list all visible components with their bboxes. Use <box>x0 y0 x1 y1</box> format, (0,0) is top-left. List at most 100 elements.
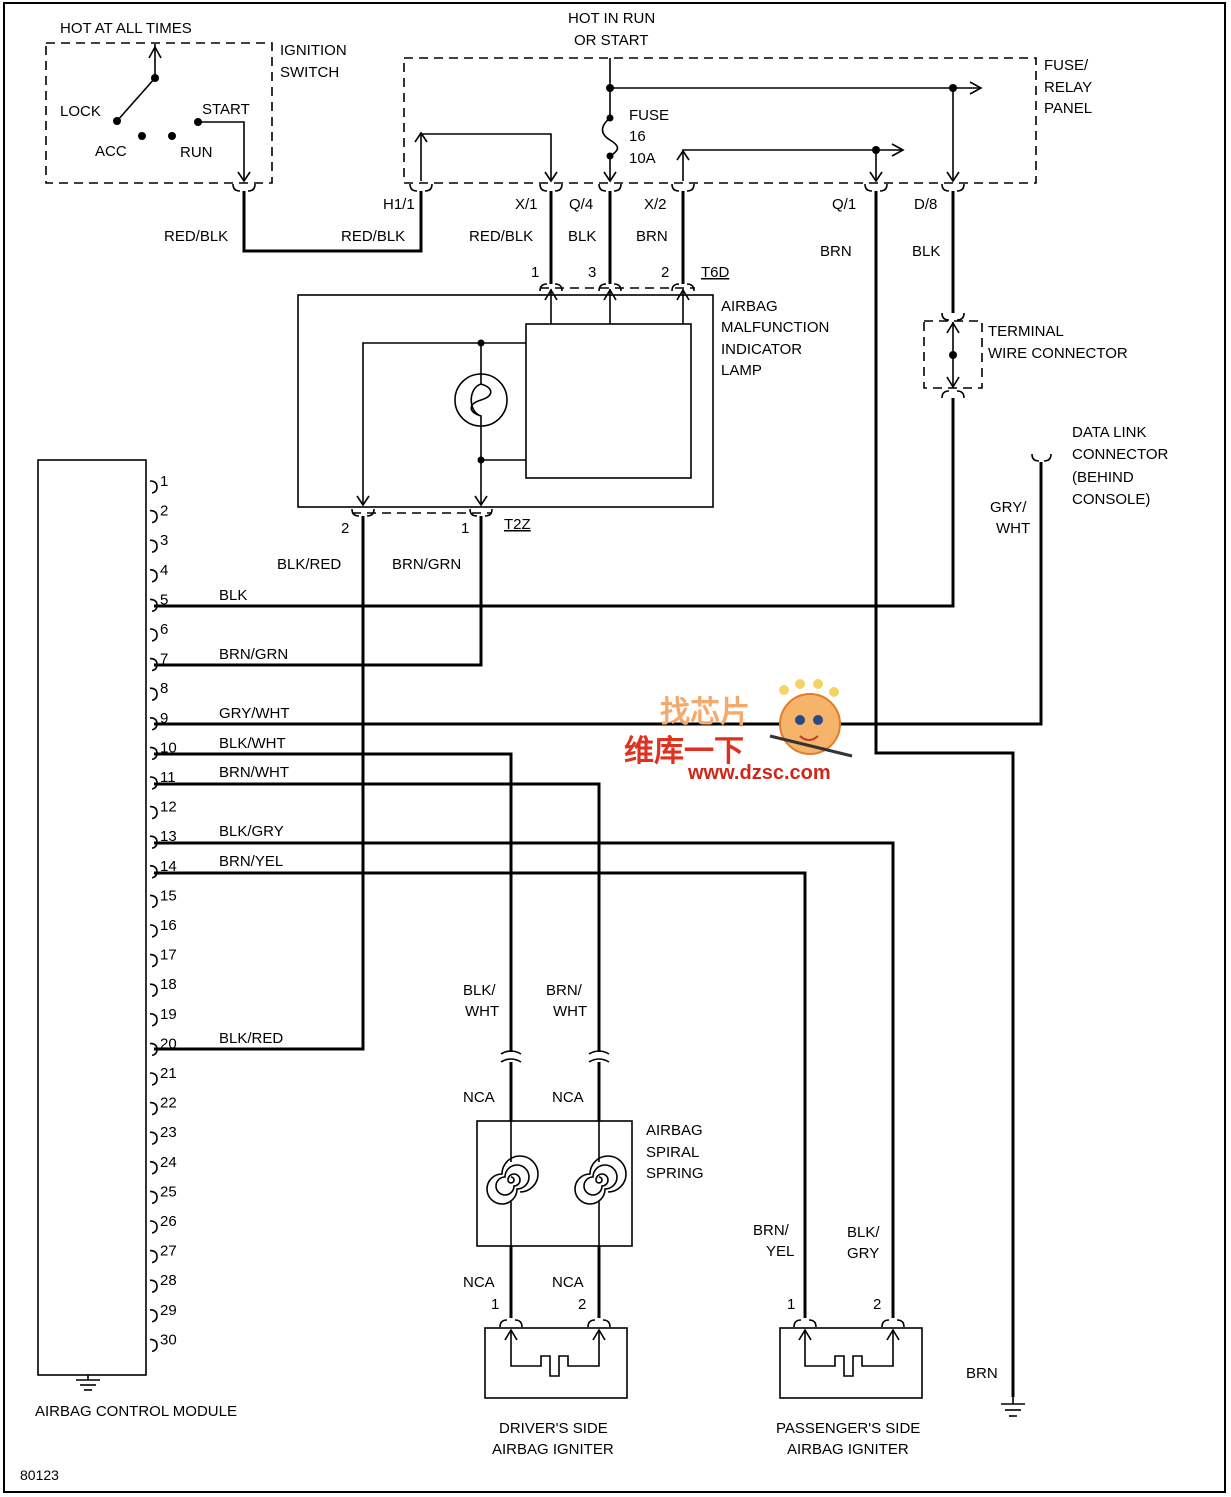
supply-bus-arrow <box>969 81 983 95</box>
acm-pin-label: 3 <box>160 532 168 549</box>
t2z-pin1-label: 1 <box>461 520 469 537</box>
ground-symbol-right-icon <box>1001 1397 1025 1417</box>
data-link-connector-icon <box>1031 453 1052 462</box>
wire-gry-wht-pin9 <box>154 462 1043 726</box>
data-link-title-1: DATA LINK <box>1072 424 1146 441</box>
passenger-igniter-arrow-2 <box>886 1328 900 1341</box>
spiral-spring-title-3: SPRING <box>646 1165 704 1182</box>
watermark: 找芯片 维库一下 www.dzsc.com <box>624 679 853 784</box>
q1-connector <box>864 183 888 192</box>
data-link-title-2: CONNECTOR <box>1072 446 1169 463</box>
lamp-input-1-arrow <box>544 288 558 301</box>
acm-pin-label: 8 <box>160 680 168 697</box>
acm-pin-connector <box>149 1072 158 1086</box>
q1-arrow <box>869 171 883 183</box>
indicator-lamp-title-4: LAMP <box>721 362 762 379</box>
acm-pin-label: 21 <box>160 1065 177 1082</box>
hot-in-run-label-2: OR START <box>574 32 648 49</box>
t2z-pin2-label: 2 <box>341 520 349 537</box>
acm-pin-connector <box>149 1249 158 1264</box>
acm-pin-connector <box>149 1131 158 1145</box>
control-module-pins: 1234567891011121314151617181920212223242… <box>149 473 177 1353</box>
acm-wire-label-p9: GRY/WHT <box>219 705 290 722</box>
figure-id: 80123 <box>20 1467 59 1483</box>
control-module-box <box>37 459 147 1376</box>
wire-label-brn-grn-lamp: BRN/GRN <box>392 556 461 573</box>
terminal-connector-bottom <box>941 390 965 399</box>
nca-label-bottom-left: NCA <box>463 1274 495 1291</box>
fuse-relay-panel: HOT IN RUN OR START FUSE/ RELAY PANEL FU… <box>383 10 1092 213</box>
acm-pin-connector <box>149 657 158 672</box>
terminal-connector-dot <box>949 351 957 359</box>
q4-arrow <box>603 171 617 183</box>
indicator-lamp-title-2: MALFUNCTION <box>721 319 829 336</box>
acm-pin-connector <box>149 953 158 968</box>
acm-pin-connector <box>149 1013 158 1027</box>
wire-label-gry-wht-2: WHT <box>996 520 1030 537</box>
h1-x1-jumper <box>420 133 552 181</box>
driver-side-igniter: 1 2 DRIVER'S SIDE AIRBAG IGNITER <box>484 1296 628 1458</box>
fuse-panel-title-1: FUSE/ <box>1044 57 1089 74</box>
acm-pin-connector <box>149 1309 158 1323</box>
data-link-title-4: CONSOLE) <box>1072 491 1150 508</box>
acm-pin-label: 1 <box>160 473 168 490</box>
acm-pin-label: 5 <box>160 591 168 608</box>
wire-label-brn-wht-2: WHT <box>553 1003 587 1020</box>
acm-pin-label: 25 <box>160 1183 177 1200</box>
spiral-coil-left-icon <box>486 1155 539 1205</box>
acm-pin-label: 22 <box>160 1095 177 1112</box>
wire-blk-pin5 <box>154 398 955 608</box>
driver-igniter-arrow-2 <box>592 1328 606 1341</box>
fuse-label-3: 10A <box>629 150 656 167</box>
wire-label-brn-q1: BRN <box>820 243 852 260</box>
switch-start-lead <box>198 121 245 181</box>
passenger-igniter-arrow-1 <box>798 1328 812 1341</box>
wire-red-blk-ignition <box>242 191 423 253</box>
wire-brn-ground <box>874 191 1015 1397</box>
acm-pin-connector <box>149 1190 158 1205</box>
passenger-igniter-box <box>779 1327 923 1399</box>
lamp-input-3-arrow <box>603 288 617 301</box>
t6d-pin3-connector <box>598 283 622 292</box>
t6d-pin1-connector <box>539 283 563 292</box>
driver-igniter-pin2-label: 2 <box>578 1296 586 1313</box>
hot-at-all-times-label: HOT AT ALL TIMES <box>60 20 192 37</box>
inline-connector-right-icon <box>588 1050 610 1063</box>
lamp-right-arrow <box>474 495 488 507</box>
ignition-switch-title-1: IGNITION <box>280 42 347 59</box>
data-link-title-3: (BEHIND <box>1072 469 1134 486</box>
supply-bus-dot-left <box>606 84 614 92</box>
ignition-switch: HOT AT ALL TIMES IGNITION SWITCH LOCK AC… <box>45 20 347 192</box>
x2-connector <box>671 183 695 192</box>
acm-pin-label: 28 <box>160 1272 177 1289</box>
fuse-element-icon <box>601 117 619 157</box>
t2z-connector-label: T2Z <box>504 516 531 533</box>
watermark-logo-text: 找芯片 <box>660 696 750 729</box>
acm-pin-connector <box>149 628 158 642</box>
acm-pin-connector <box>149 687 158 701</box>
t2z-pin1-connector <box>469 508 493 517</box>
wire-label-red-blk-2: RED/BLK <box>341 228 405 245</box>
lamp-junction-top <box>477 339 485 347</box>
pin-h1-label: H1/1 <box>383 196 415 213</box>
lamp-circuit-left <box>362 342 526 505</box>
bulb-filament-icon <box>470 374 492 426</box>
airbag-control-module: 1234567891011121314151617181920212223242… <box>35 459 290 1420</box>
pin-q1-label: Q/1 <box>832 196 856 213</box>
acm-pin-connector <box>149 480 158 494</box>
acm-pin-label: 26 <box>160 1213 177 1230</box>
acm-pin-label: 10 <box>160 739 177 756</box>
acm-pin-label: 13 <box>160 828 177 845</box>
wire-brn-grn-pin7 <box>154 516 483 667</box>
wire-label-blk-red-lamp: BLK/RED <box>277 556 341 573</box>
wire-blk-wht-pin10 <box>154 752 513 1052</box>
acm-pin-label: 19 <box>160 1006 177 1023</box>
spiral-spring-box <box>476 1120 633 1247</box>
wire-label-blk-d8: BLK <box>912 243 940 260</box>
wire-label-red-blk-1: RED/BLK <box>164 228 228 245</box>
ignition-switch-dashed-box <box>45 42 273 184</box>
data-link-connector: DATA LINK CONNECTOR (BEHIND CONSOLE) GRY… <box>154 424 1169 726</box>
lamp-left-arrow <box>356 495 370 507</box>
acm-pin-label: 14 <box>160 858 177 875</box>
